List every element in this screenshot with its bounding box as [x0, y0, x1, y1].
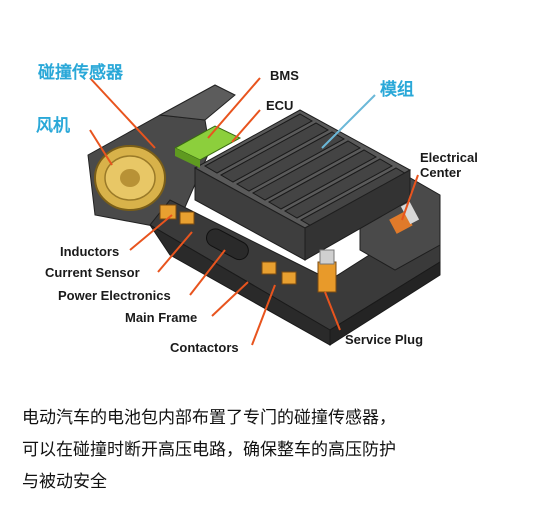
- label-contactors: Contactors: [170, 340, 239, 355]
- bms-board: [173, 125, 242, 168]
- caption-line-1: 电动汽车的电池包内部布置了专门的碰撞传感器，: [22, 408, 396, 428]
- module-cover: [251, 140, 362, 201]
- fan-illustration: [94, 145, 166, 211]
- battery-modules: [193, 109, 412, 261]
- module-cover: [267, 149, 378, 210]
- module-cover: [283, 158, 394, 219]
- caption-line-2: 可以在碰撞时断开高压电路，确保整车的高压防护: [22, 440, 396, 460]
- module-callout-line: [321, 94, 376, 149]
- label-inductors: Inductors: [60, 244, 120, 259]
- label-main-frame: Main Frame: [125, 310, 198, 325]
- label-electrical-center-1: Electrical: [420, 150, 478, 165]
- label-collision-sensor: 碰撞传感器: [38, 63, 123, 83]
- label-current-sensor: Current Sensor: [45, 265, 140, 280]
- caption: 电动汽车的电池包内部布置了专门的碰撞传感器， 可以在碰撞时断开高压电路，确保整车…: [22, 402, 532, 498]
- label-power-electronics: Power Electronics: [58, 288, 171, 303]
- battery-pack-diagram: [87, 77, 441, 346]
- label-bms: BMS: [270, 68, 299, 83]
- module-cover: [219, 122, 330, 183]
- module-cover: [203, 113, 314, 174]
- label-ecu: ECU: [266, 98, 294, 113]
- callout-lines: [89, 77, 419, 346]
- service-plug: [317, 249, 337, 293]
- label-fan: 风机: [36, 116, 70, 136]
- label-module: 模组: [380, 80, 414, 100]
- label-service-plug: Service Plug: [345, 332, 424, 347]
- label-electrical-center-2: Center: [420, 165, 462, 180]
- caption-line-3: 与被动安全: [22, 472, 107, 492]
- module-cover: [235, 131, 346, 192]
